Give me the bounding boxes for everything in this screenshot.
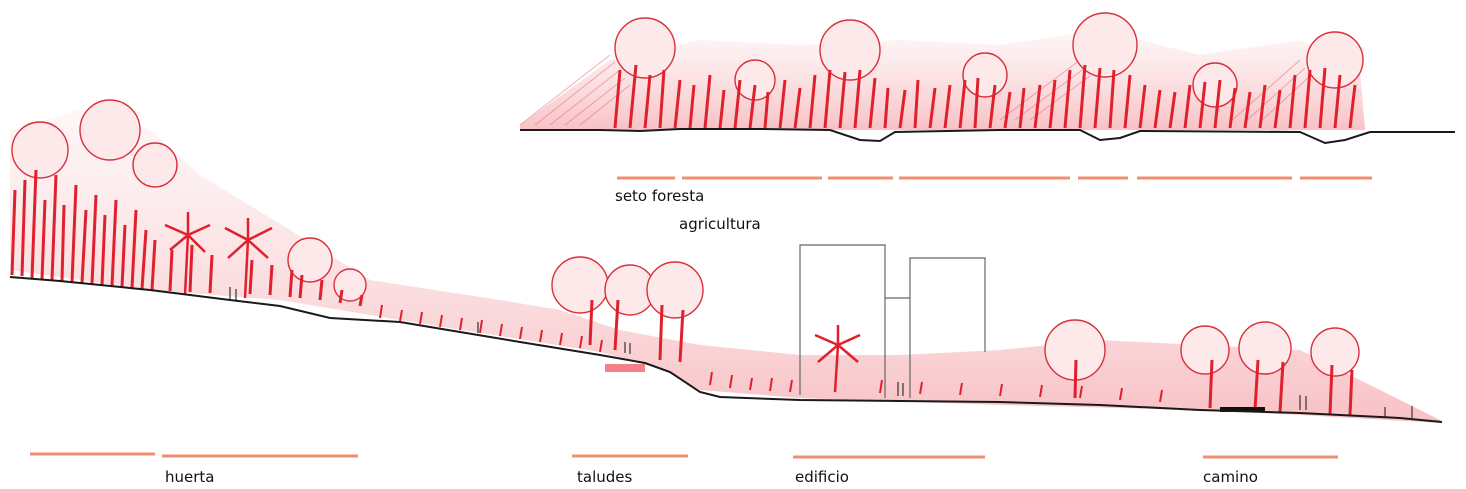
label-taludes: taludes xyxy=(577,468,632,486)
lower-section xyxy=(10,100,1442,457)
upper-ground-line xyxy=(520,129,1455,143)
lower-zone-bars xyxy=(30,454,1338,457)
label-camino: camino xyxy=(1203,468,1258,486)
label-huerta: huerta xyxy=(165,468,214,486)
taludes-tree-crowns xyxy=(552,257,703,318)
lower-vegetation-haze xyxy=(10,110,1440,423)
slope-retaining-mark xyxy=(605,364,645,372)
label-agricultura: agricultura xyxy=(679,215,761,233)
upper-section xyxy=(520,13,1455,178)
label-edificio: edificio xyxy=(795,468,849,486)
label-seto-foresta: seto foresta xyxy=(615,187,704,205)
